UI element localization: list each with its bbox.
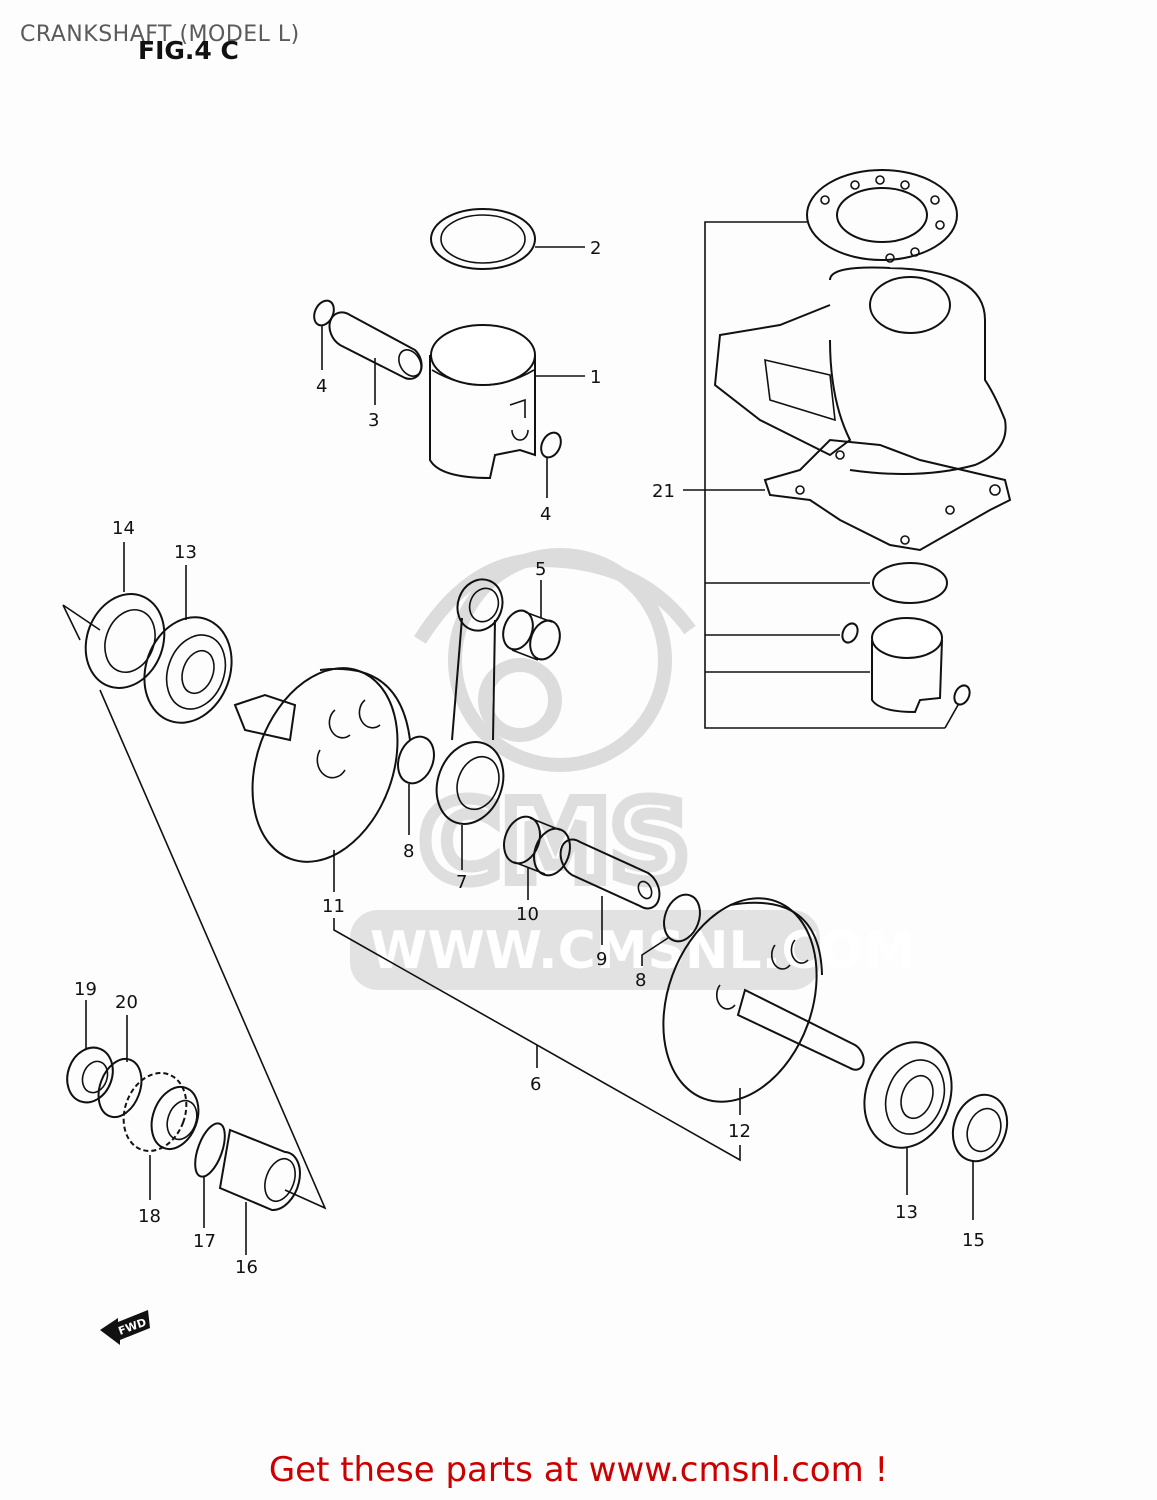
callout-11[interactable]: 11 [322, 896, 345, 917]
washer[interactable] [91, 1053, 149, 1123]
callout-1[interactable]: 1 [590, 367, 601, 388]
primary-drive-gear[interactable] [113, 1064, 206, 1160]
callout-13a[interactable]: 13 [174, 542, 197, 563]
callout-3[interactable]: 3 [368, 410, 379, 431]
callout-17[interactable]: 17 [193, 1231, 216, 1252]
callout-2[interactable]: 2 [590, 238, 601, 259]
callout-18[interactable]: 18 [138, 1206, 161, 1227]
thrust-washer-right[interactable] [392, 732, 440, 789]
fwd-arrow-icon: FWD [100, 1310, 150, 1345]
cylinder-base-gasket[interactable] [763, 438, 1012, 552]
callout-8b[interactable]: 8 [635, 970, 646, 991]
big-end-needle-bearing[interactable] [498, 812, 576, 881]
cylinder-kit-bracket [704, 221, 945, 729]
oil-seal-left[interactable] [944, 1087, 1016, 1169]
callout-13b[interactable]: 13 [895, 1202, 918, 1223]
callout-20[interactable]: 20 [115, 992, 138, 1013]
leader-8b [641, 937, 669, 966]
callout-15[interactable]: 15 [962, 1230, 985, 1251]
callout-8a[interactable]: 8 [403, 841, 414, 862]
kit-piston-ring[interactable] [872, 562, 948, 604]
piston[interactable] [429, 324, 536, 480]
spacer[interactable] [218, 1128, 301, 1212]
cylinder-head-gasket[interactable] [806, 169, 958, 263]
callout-10[interactable]: 10 [516, 904, 539, 925]
cylinder[interactable] [713, 266, 1007, 475]
callout-4a[interactable]: 4 [316, 376, 327, 397]
callout-12[interactable]: 12 [728, 1121, 751, 1142]
connecting-rod[interactable] [426, 573, 515, 833]
crank-pin[interactable] [559, 838, 661, 910]
left-crank-web[interactable] [636, 877, 865, 1124]
callout-5[interactable]: 5 [535, 559, 546, 580]
watermark: CMS WWW.CMSNL.COM [350, 548, 915, 990]
nut[interactable] [60, 1041, 120, 1109]
callout-16[interactable]: 16 [235, 1257, 258, 1278]
watermark-url: WWW.CMSNL.COM [370, 921, 915, 981]
callout-19[interactable]: 19 [74, 979, 97, 1000]
oil-seal-right[interactable] [73, 583, 177, 699]
page-title: CRANKSHAFT (MODEL L) [20, 22, 300, 47]
callout-4b[interactable]: 4 [540, 504, 551, 525]
bracket-line-clip2 [944, 704, 959, 729]
watermark-logo-eye [478, 658, 562, 742]
thrust-washer-left[interactable] [658, 890, 706, 947]
kit-circlip[interactable] [839, 621, 860, 645]
circlip-lower[interactable] [537, 429, 564, 460]
assembly-guide-line [62, 604, 327, 1210]
callout-14[interactable]: 14 [112, 518, 135, 539]
figure-label: FIG.4 C [138, 36, 239, 65]
piston-ring[interactable] [430, 208, 536, 270]
watermark-logo-cap [414, 552, 696, 644]
crankshaft-bearing-left[interactable] [850, 1030, 966, 1160]
callout-21[interactable]: 21 [652, 481, 675, 502]
watermark-banner [350, 910, 820, 990]
o-ring[interactable] [189, 1120, 231, 1181]
circlip-upper[interactable] [310, 297, 337, 328]
kit-piston[interactable] [871, 617, 943, 714]
watermark-logo-text: CMS [420, 778, 689, 906]
callout-9[interactable]: 9 [596, 949, 607, 970]
small-end-needle-bearing[interactable] [498, 606, 565, 663]
crankshaft-bearing-right[interactable] [130, 605, 246, 735]
footer-link[interactable]: Get these parts at www.cmsnl.com ! [268, 1450, 889, 1490]
piston-pin[interactable] [328, 311, 426, 380]
callout-6[interactable]: 6 [530, 1074, 541, 1095]
callout-7[interactable]: 7 [456, 872, 467, 893]
right-crank-web[interactable] [227, 648, 423, 882]
kit-circlip-2[interactable] [951, 683, 972, 707]
